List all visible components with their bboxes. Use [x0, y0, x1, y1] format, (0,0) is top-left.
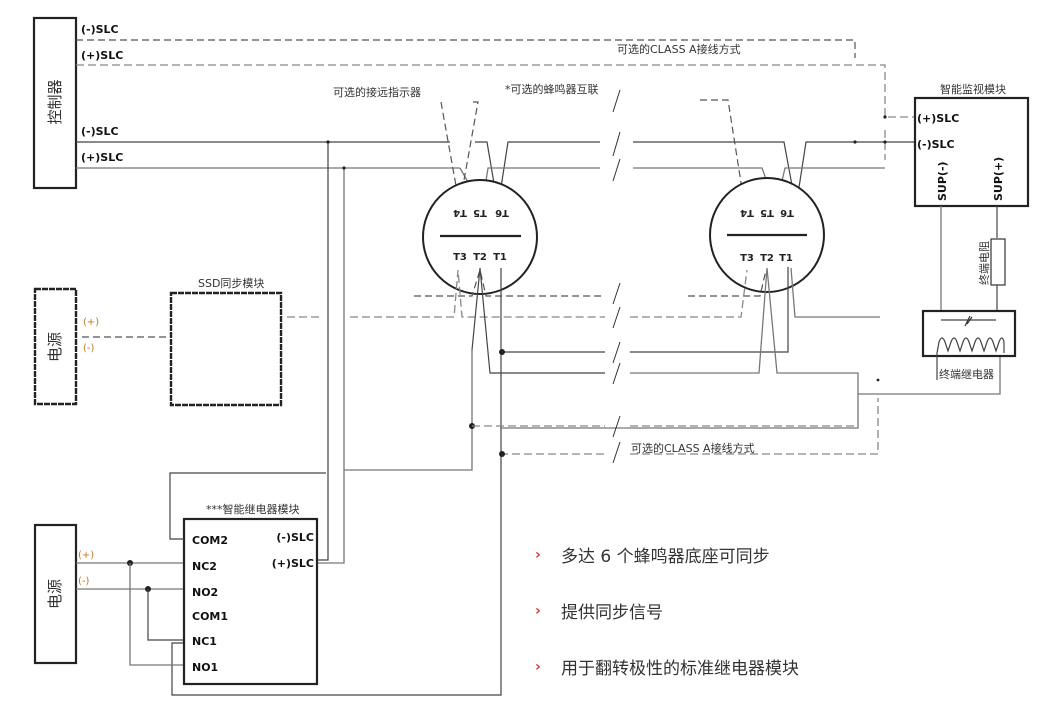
relay-terminal-no1: NO1 [192, 661, 218, 674]
feature-item: › 用于翻转极性的标准继电器模块 [535, 652, 799, 681]
base2-terminal-t1: T1 [779, 253, 793, 264]
chevron-right-icon: › [535, 658, 541, 675]
monitor-module-title: 智能监视模块 [940, 82, 1006, 96]
feature-text: 用于翻转极性的标准继电器模块 [561, 659, 799, 679]
monitor-module: 智能监视模块 (+)SLC (-)SLC SUP(-) SUP(+) [913, 82, 1030, 321]
base2-terminal-t5: T5 [760, 207, 774, 218]
base2-terminal-t2: T2 [760, 253, 774, 264]
eol-resistor: 终端电阻 [977, 238, 1006, 320]
chevron-right-icon: › [535, 546, 541, 563]
power-top-plus: (+) [83, 317, 99, 328]
eol-relay-label: 终端继电器 [939, 367, 994, 381]
relay-terminal-slc-pos: (+)SLC [272, 557, 314, 570]
feature-text: 提供同步信号 [561, 603, 663, 623]
chevron-right-icon: › [535, 602, 541, 619]
controller-terminal-pos-2: (+)SLC [81, 151, 123, 164]
relay-module: ***智能继电器模块 COM2 NC2 NO2 COM1 NC1 NO1 (-)… [169, 472, 326, 686]
sync-wiring: 可选的CLASS A接线方式 [171, 267, 1001, 696]
monitor-sup-neg: SUP(-) [936, 161, 949, 201]
base1-terminal-t3: T3 [453, 252, 467, 263]
eol-relay: 终端继电器 [921, 309, 1017, 381]
feature-text: 多达 6 个蜂鸣器底座可同步 [561, 547, 770, 567]
eol-resistor-label: 终端电阻 [977, 241, 991, 285]
power-top-title: 电源 [46, 332, 64, 362]
power-top-minus: (-) [83, 343, 95, 354]
base1-terminal-t2: T2 [473, 252, 487, 263]
base1-terminal-t6: T6 [495, 207, 509, 218]
base1-terminal-t5: T5 [473, 207, 487, 218]
relay-terminal-com2: COM2 [192, 534, 228, 547]
power-supply-top: 电源 (+) (-) [33, 287, 170, 406]
relay-terminal-nc1: NC1 [192, 635, 217, 648]
base2-terminal-t6: T6 [780, 207, 794, 218]
monitor-terminal-pos: (+)SLC [917, 112, 959, 125]
base1-terminal-t4: T4 [453, 207, 467, 218]
base2-terminal-t4: T4 [740, 207, 754, 218]
base1-terminal-t1: T1 [493, 252, 507, 263]
ssd-module-title: SSD同步模块 [198, 277, 264, 290]
ssd-sync-module: SSD同步模块 [169, 277, 283, 407]
feature-item: › 提供同步信号 [535, 596, 799, 625]
relay-terminal-com1: COM1 [192, 610, 228, 623]
optional-leads: 可选的接远指示器 *可选的蜂鸣器互联 [333, 82, 746, 209]
sounder-base-2: T4 T5 T6 T3 T2 T1 [709, 177, 825, 293]
power-supply-bottom: 电源 (+) (-) [33, 523, 184, 666]
controller-terminal-neg-1: (-)SLC [81, 23, 119, 36]
controller-terminal-pos-1: (+)SLC [81, 49, 123, 62]
feature-item: › 多达 6 个蜂鸣器底座可同步 [535, 540, 799, 569]
class-a-top-wires: 可选的CLASS A接线方式 [76, 39, 915, 160]
power-bottom-plus: (+) [78, 550, 94, 561]
relay-terminal-no2: NO2 [192, 586, 218, 599]
controller-terminal-neg-2: (-)SLC [81, 125, 119, 138]
monitor-sup-pos: SUP(+) [992, 157, 1005, 201]
power-bottom-minus: (-) [78, 576, 90, 587]
remote-indicator-label: 可选的接远指示器 [333, 85, 421, 99]
sounder-base-1: T4 T5 T6 T3 T2 T1 [422, 179, 538, 295]
controller-panel: 控制器 (-)SLC (+)SLC (-)SLC (+)SLC [32, 16, 123, 190]
relay-terminal-nc2: NC2 [192, 560, 217, 573]
sounder-interconnect-label: *可选的蜂鸣器互联 [505, 82, 599, 96]
controller-title: 控制器 [46, 79, 64, 124]
class-a-top-label: 可选的CLASS A接线方式 [617, 42, 741, 56]
class-a-bottom-label: 可选的CLASS A接线方式 [631, 441, 755, 455]
feature-list: › 多达 6 个蜂鸣器底座可同步 › 提供同步信号 › 用于翻转极性的标准继电器… [535, 540, 799, 708]
power-bottom-title: 电源 [46, 579, 64, 609]
relay-slc-feed [318, 140, 346, 564]
relay-terminal-slc-neg: (-)SLC [276, 531, 314, 544]
relay-module-title: ***智能继电器模块 [206, 502, 300, 516]
monitor-terminal-neg: (-)SLC [917, 138, 955, 151]
base2-terminal-t3: T3 [740, 253, 754, 264]
